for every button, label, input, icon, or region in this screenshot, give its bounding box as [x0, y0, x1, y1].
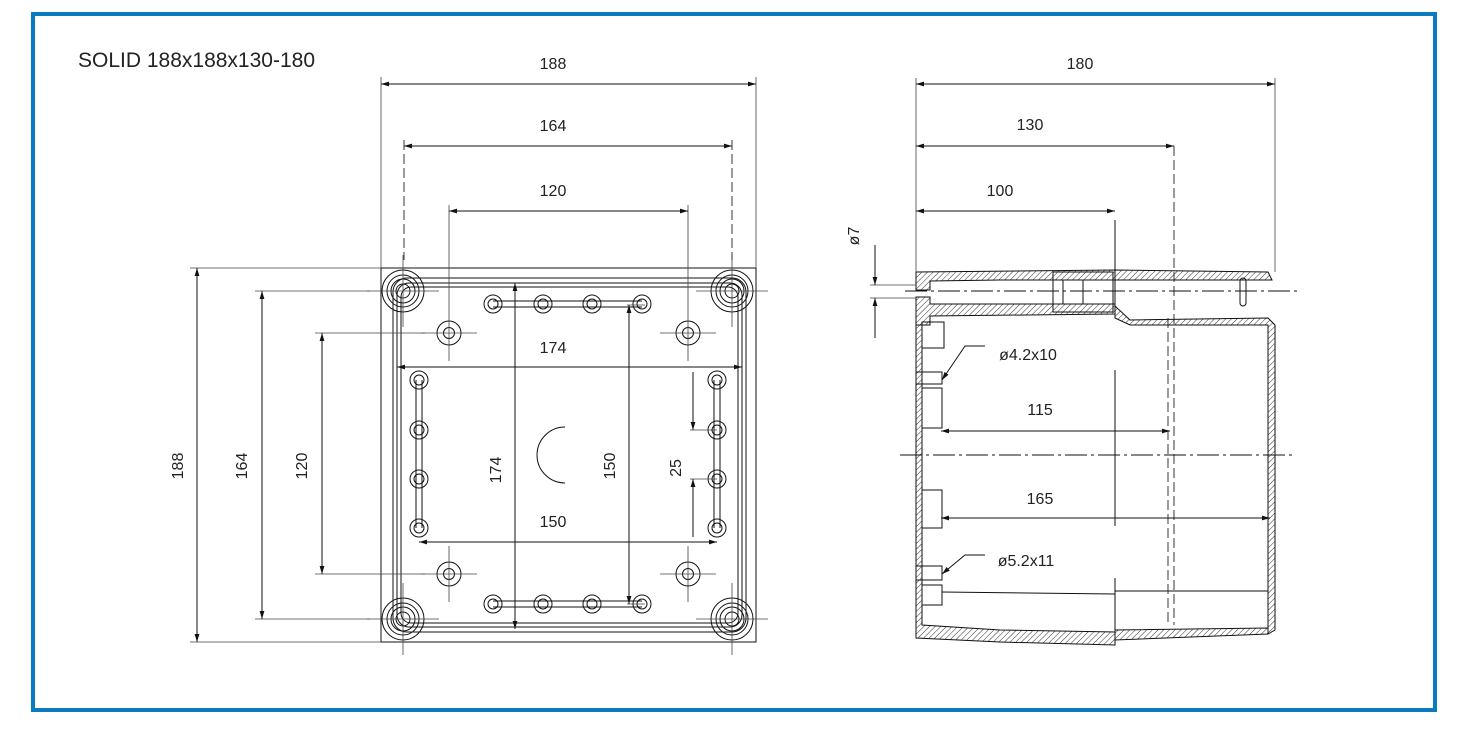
knockout-inner-icon [586, 298, 598, 310]
dim-label-overall-width: 188 [540, 56, 567, 73]
knockout-icon [483, 594, 503, 614]
corner-boss-icon [696, 583, 768, 655]
knockout-icon [632, 294, 652, 314]
corner-boss-icon [696, 255, 768, 327]
dim-label-total-depth: 180 [1067, 56, 1094, 73]
knockout-inner-icon [537, 298, 549, 310]
mounting-screws [421, 305, 716, 602]
dim-label-lid-depth: 100 [987, 183, 1014, 200]
corner-bosses [367, 255, 768, 655]
knockout-inner-icon [413, 374, 425, 386]
dim-label-inner-depth-2: 165 [1027, 491, 1054, 508]
knockout-icon [409, 420, 429, 440]
dim-label-hole-1: ø4.2x10 [999, 347, 1057, 364]
knockout-icon [582, 294, 602, 314]
knockout-icon [707, 518, 727, 538]
leader-hole-1 [941, 345, 985, 381]
dim-label-inner-height: 174 [488, 457, 505, 484]
knockout-icon [409, 370, 429, 390]
corner-boss-icon [367, 583, 439, 655]
dim-label-lid-screw: ø7 [846, 227, 863, 246]
knockout-icon [582, 594, 602, 614]
knockout-inner-icon [413, 473, 425, 485]
center-arc [536, 426, 566, 484]
knockout-inner-icon [711, 374, 723, 386]
knockout-inner-icon [413, 522, 425, 534]
screw-hole-icon [660, 546, 716, 602]
dim-label-knockout-pitch: 25 [668, 459, 685, 477]
knockout-inner-icon [711, 522, 723, 534]
knockout-inner-icon [487, 598, 499, 610]
knockout-icon [409, 469, 429, 489]
dim-label-overall-height: 188 [170, 453, 187, 480]
side-view: 180 130 100 ø7 115 165 ø4.2x10 ø5.2x11 [846, 56, 1298, 646]
dim-label-inner-width: 174 [540, 340, 567, 357]
knockout-icon [707, 370, 727, 390]
dim-label-body-depth: 130 [1017, 117, 1044, 134]
knockout-icon [533, 594, 553, 614]
knockout-inner-icon [537, 598, 549, 610]
knockout-icon [409, 518, 429, 538]
knockout-icon [533, 294, 553, 314]
knockout-inner-icon [413, 424, 425, 436]
lid-flange [392, 277, 747, 633]
dim-label-hole-2: ø5.2x11 [998, 553, 1055, 570]
screw-hole-icon [421, 305, 477, 361]
front-view: 188 164 120 174 150 188 164 120 174 150 … [170, 56, 768, 655]
inner-wall-edge [400, 286, 739, 624]
leader-hole-2 [941, 554, 985, 575]
drawing-title: SOLID 188x188x130-180 [78, 49, 315, 72]
dim-label-knockout-height: 150 [602, 453, 619, 480]
inner-wall [396, 282, 743, 628]
knockout-icon [483, 294, 503, 314]
dim-label-screw-height: 120 [294, 453, 311, 480]
corner-boss-icon [367, 255, 439, 327]
knockout-inner-icon [487, 298, 499, 310]
enclosure-outline [380, 267, 757, 643]
dim-label-boss-height: 164 [234, 453, 251, 480]
knockouts [409, 294, 727, 614]
screw-hole-icon [421, 546, 477, 602]
dim-label-inner-depth-1: 115 [1027, 402, 1053, 419]
drawing-frame [31, 12, 1437, 712]
knockout-inner-icon [636, 298, 648, 310]
dim-label-boss-width: 164 [540, 118, 567, 135]
dim-label-screw-width: 120 [540, 183, 567, 200]
dim-label-knockout-width: 150 [540, 514, 567, 531]
screw-hole-icon [660, 305, 716, 361]
knockout-inner-icon [586, 598, 598, 610]
